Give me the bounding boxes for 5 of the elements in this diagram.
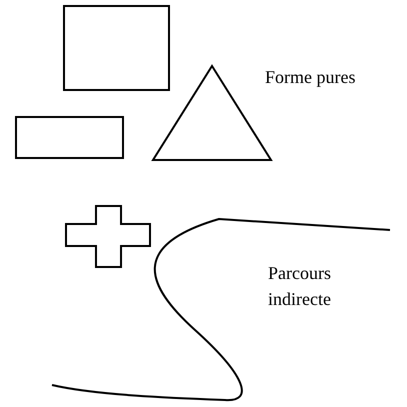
shape-caption: Forme pures bbox=[265, 66, 356, 89]
cross-shape bbox=[65, 205, 151, 268]
rectangle-shape bbox=[15, 116, 124, 159]
shape-caption: Parcours indirecte bbox=[268, 262, 332, 311]
rectangle-shape bbox=[63, 5, 170, 91]
